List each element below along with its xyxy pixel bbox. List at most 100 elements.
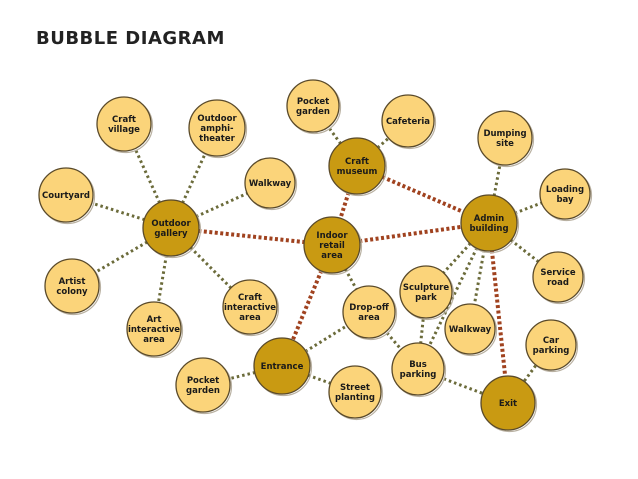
bubble-label: theater bbox=[199, 134, 235, 144]
bubble-label: building bbox=[469, 224, 508, 234]
bubble-circle bbox=[525, 319, 577, 371]
bubble-label: Craft bbox=[112, 115, 136, 125]
bubble-label: amphi- bbox=[200, 124, 234, 134]
bubble-courtyard: Courtyard bbox=[38, 167, 96, 225]
bubble-circle bbox=[328, 137, 386, 195]
bubble-label: Art bbox=[147, 315, 162, 325]
bubble-circle bbox=[303, 216, 361, 274]
bubble-label: interactive bbox=[128, 325, 180, 335]
bubble-circle bbox=[38, 167, 94, 223]
bubble-circle bbox=[399, 265, 453, 319]
bubble-circle bbox=[142, 199, 200, 257]
bubble-label: garden bbox=[186, 386, 220, 396]
bubble-label: Outdoor bbox=[151, 219, 191, 229]
bubble-circle bbox=[44, 258, 100, 314]
bubble-label: Loading bbox=[546, 185, 584, 195]
bubble-label: Craft bbox=[238, 293, 262, 303]
bubble-circle bbox=[381, 94, 435, 148]
bubble-label: museum bbox=[337, 167, 378, 177]
diagram-title: BUBBLE DIAGRAM bbox=[36, 28, 225, 49]
bubble-circle bbox=[391, 342, 445, 396]
bubble-circle bbox=[188, 99, 246, 157]
bubble-label: Service bbox=[540, 268, 576, 278]
nodes-layer: CraftvillageOutdooramphi-theaterPocketga… bbox=[38, 79, 593, 433]
bubble-exit: Exit bbox=[480, 375, 538, 433]
bubble-label: Sculpture bbox=[403, 283, 450, 293]
bubble-label: parking bbox=[533, 346, 570, 356]
bubble-circle bbox=[328, 365, 382, 419]
bubble-circle bbox=[444, 303, 496, 355]
bubble-label: garden bbox=[296, 107, 330, 117]
bubble-label: Artist bbox=[59, 277, 86, 287]
bubble-label: area bbox=[321, 251, 343, 261]
bubble-label: Walkway bbox=[249, 179, 292, 189]
bubble-label: Pocket bbox=[297, 97, 329, 107]
bubble-label: Dumping bbox=[483, 129, 526, 139]
bubble-circle bbox=[253, 337, 311, 395]
bubble-entrance: Entrance bbox=[253, 337, 313, 397]
bubble-circle bbox=[539, 168, 591, 220]
bubble-label: parking bbox=[400, 370, 437, 380]
bubble-label: site bbox=[496, 139, 514, 149]
bubble-walkway-right: Walkway bbox=[444, 303, 498, 357]
bubble-label: Craft bbox=[345, 157, 369, 167]
bubble-circle bbox=[532, 251, 584, 303]
bubble-label: Drop-off bbox=[349, 303, 389, 313]
bubble-label: road bbox=[547, 278, 569, 288]
bubble-label: interactive bbox=[224, 303, 276, 313]
bubble-circle bbox=[222, 279, 278, 335]
bubble-label: Admin bbox=[474, 214, 505, 224]
bubble-label: Indoor bbox=[316, 231, 348, 241]
bubble-label: Exit bbox=[499, 399, 517, 409]
bubble-circle bbox=[286, 79, 340, 133]
bubble-circle bbox=[477, 110, 533, 166]
bubble-circle bbox=[244, 157, 296, 209]
bubble-label: bay bbox=[556, 195, 574, 205]
bubble-walkway-top: Walkway bbox=[244, 157, 298, 211]
bubble-label: retail bbox=[319, 241, 345, 251]
bubble-label: Street bbox=[340, 383, 370, 393]
bubble-label: Walkway bbox=[449, 325, 492, 335]
bubble-label: planting bbox=[335, 393, 375, 403]
bubble-label: Car bbox=[543, 336, 560, 346]
bubble-circle bbox=[460, 194, 518, 252]
bubble-label: Pocket bbox=[187, 376, 219, 386]
bubble-label: colony bbox=[56, 287, 88, 297]
bubble-label: area bbox=[358, 313, 380, 323]
bubble-label: gallery bbox=[154, 229, 188, 239]
bubble-label: Entrance bbox=[261, 362, 304, 372]
bubble-circle bbox=[480, 375, 536, 431]
bubble-label: Courtyard bbox=[42, 191, 90, 201]
bubble-label: area bbox=[143, 335, 165, 345]
bubble-circle bbox=[126, 301, 182, 357]
bubble-cafeteria: Cafeteria bbox=[381, 94, 437, 150]
bubble-circle bbox=[96, 96, 152, 152]
bubble-label: park bbox=[415, 293, 437, 303]
bubble-label: village bbox=[108, 125, 140, 135]
bubble-label: Cafeteria bbox=[386, 117, 430, 127]
bubble-label: area bbox=[239, 313, 261, 323]
bubble-label: Bus bbox=[409, 360, 427, 370]
bubble-circle bbox=[342, 285, 396, 339]
bubble-circle bbox=[175, 357, 231, 413]
